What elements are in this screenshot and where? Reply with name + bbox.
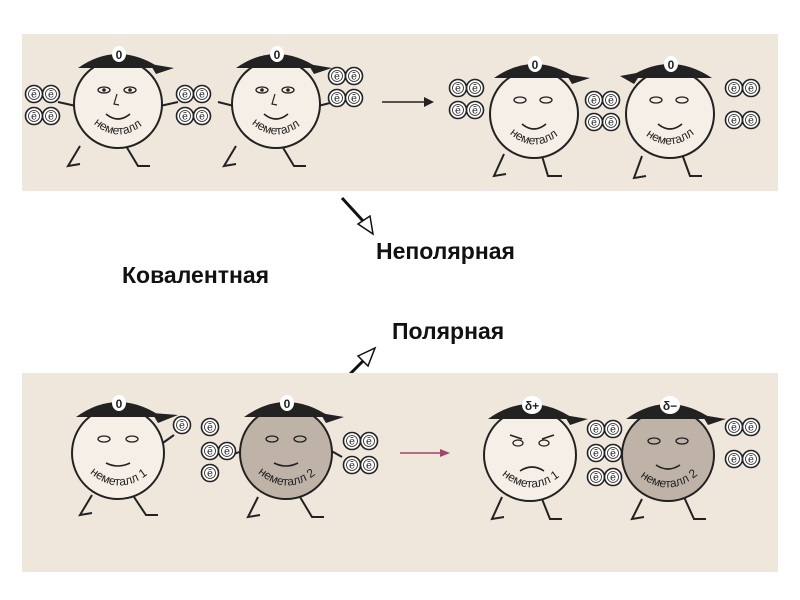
electron-coin-icon <box>726 419 743 436</box>
electron-coin-icon <box>605 421 622 438</box>
molecule-polar: δ+ δ− неметалл 1 неметалл 2 <box>484 396 760 519</box>
electron-coin-icon <box>361 457 378 474</box>
partial-charge-negative: δ− <box>663 399 677 413</box>
electron-coin-icon <box>344 433 361 450</box>
covalent-label: Ковалентная <box>122 262 269 289</box>
electron-coin-icon <box>726 451 743 468</box>
electron-coin-icon <box>174 417 191 434</box>
reaction-arrow-icon <box>400 449 450 457</box>
atom-nonmetal-1: 0 неметалл 1 <box>72 395 191 515</box>
electron-coin-icon <box>743 419 760 436</box>
electron-coin-icon <box>344 457 361 474</box>
electron-coin-icon <box>202 419 219 436</box>
electron-coin-icon <box>588 421 605 438</box>
electron-coin-icon <box>361 433 378 450</box>
electron-coin-icon <box>588 445 605 462</box>
electron-coin-icon <box>219 443 236 460</box>
electron-coin-icon <box>743 451 760 468</box>
polar-bond-illustration: ē 0 неметалл 1 <box>22 373 778 572</box>
nonpolar-label: Неполярная <box>376 238 515 265</box>
charge-label: 0 <box>284 397 291 411</box>
electron-coin-icon <box>588 469 605 486</box>
atom-nonmetal-2: 0 неметалл 2 <box>202 395 378 517</box>
electron-coin-icon <box>605 445 622 462</box>
branch-arrow-icon <box>342 198 373 234</box>
electron-coin-icon <box>202 443 219 460</box>
electron-coin-icon <box>202 465 219 482</box>
polar-scene: ē 0 неметалл 1 <box>22 373 778 572</box>
partial-charge-positive: δ+ <box>525 399 539 413</box>
polar-label: Полярная <box>392 318 504 345</box>
electron-coin-icon <box>605 469 622 486</box>
charge-label: 0 <box>116 397 123 411</box>
